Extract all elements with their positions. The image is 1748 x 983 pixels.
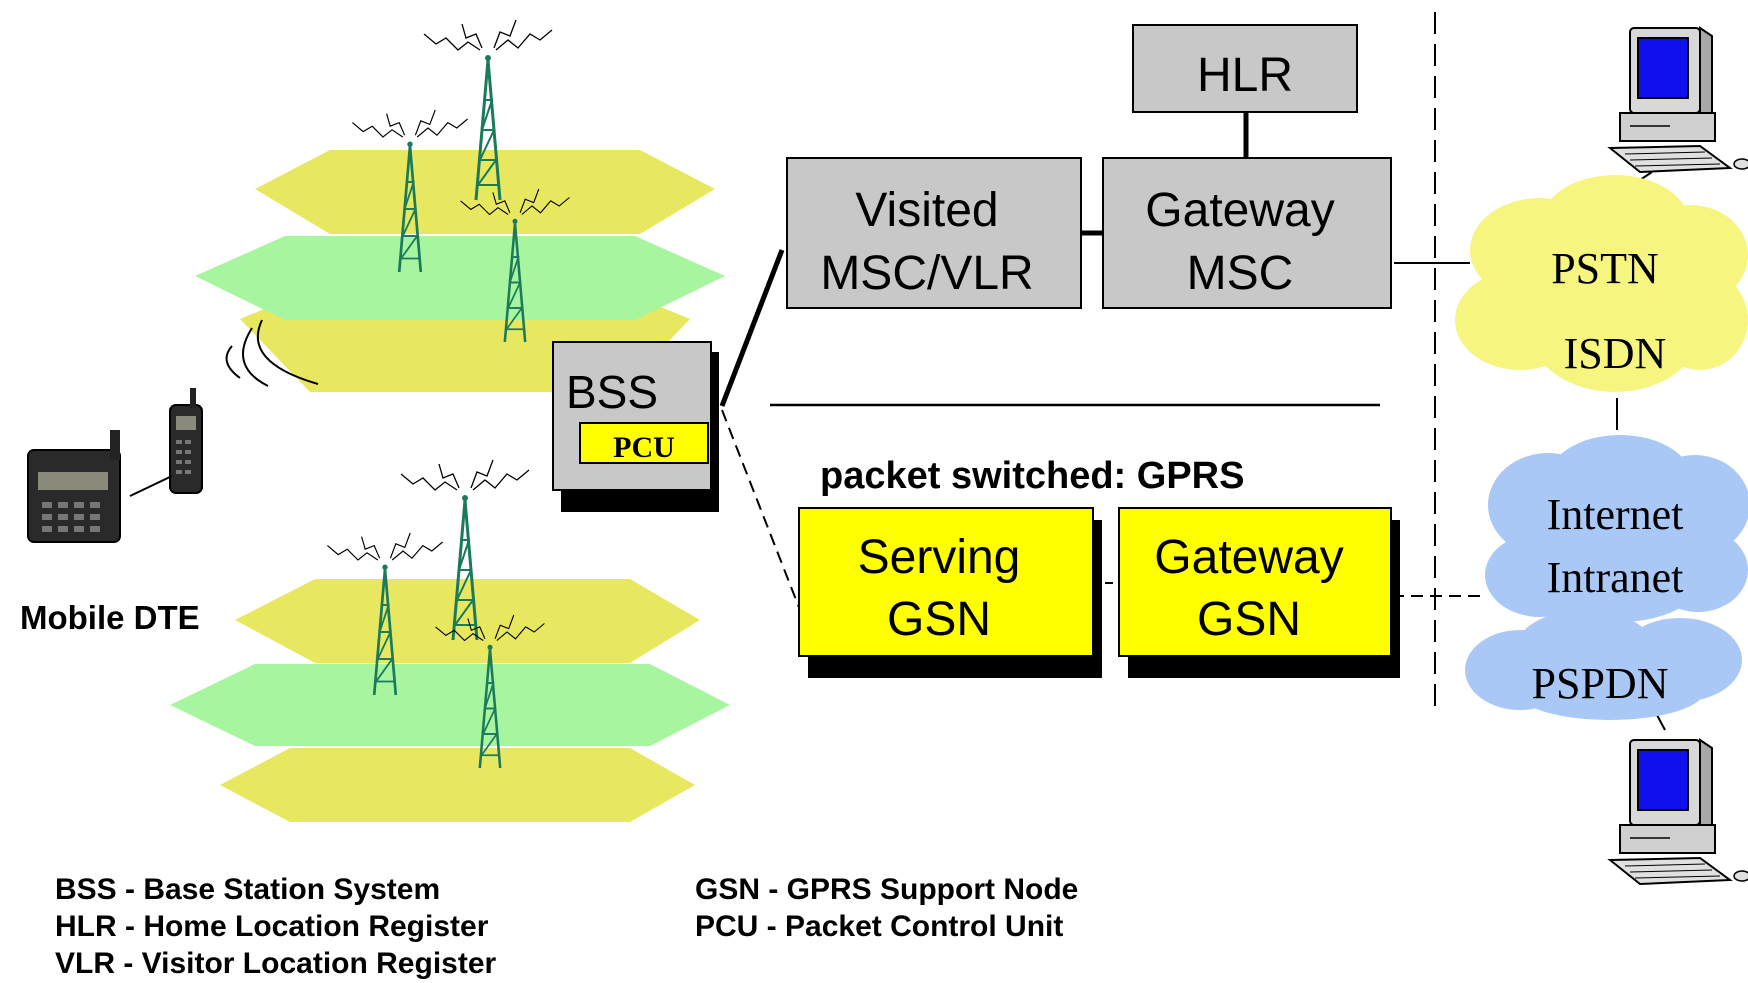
mobile-terminal-icon [27,430,121,543]
cell-hexagon [220,748,695,822]
isdn-label: ISDN [1564,329,1667,378]
hlr-node[interactable]: HLR [1132,24,1358,113]
pspdn-label: PSPDN [1532,659,1669,708]
internet-label: Internet [1547,490,1684,539]
pcu-node[interactable]: PCU [579,422,709,464]
serving-gsn-label-line2: GSN [887,593,991,646]
desktop-computer-icon [1609,27,1748,173]
legend-item: VLR - Visitor Location Register [55,947,497,980]
packet-switched-label: packet switched: GPRS [820,455,1244,497]
pstn-label: PSTN [1551,244,1659,293]
legend-item: GSN - GPRS Support Node [695,873,1078,906]
intranet-label: Intranet [1547,553,1684,602]
pcu-label: PCU [613,431,675,464]
visited-msc-label-line1: Visited [855,184,998,237]
pspdn-cloud[interactable]: PSPDN [1465,610,1742,720]
cell-hexagon [255,150,715,234]
legend: BSS - Base Station System HLR - Home Loc… [55,873,1078,980]
gateway-msc-node[interactable]: Gateway MSC [1102,157,1392,309]
desktop-computer-icon [1609,739,1748,885]
legend-item: BSS - Base Station System [55,873,440,906]
visited-msc-label-line2: MSC/VLR [820,247,1033,300]
legend-item: PCU - Packet Control Unit [695,910,1063,943]
serving-gsn-node[interactable]: Serving GSN [798,507,1102,678]
mobile-phone-icon [169,388,203,494]
bss-label: BSS [566,366,658,418]
legend-item: HLR - Home Location Register [55,910,489,943]
hlr-label: HLR [1197,49,1293,102]
gateway-msc-label-line2: MSC [1187,247,1294,300]
mobile-dte-label: Mobile DTE [20,599,200,636]
gateway-gsn-label-line1: Gateway [1154,531,1343,584]
link-bss-vmsc [719,249,785,407]
cell-hexagon [195,236,725,320]
cell-cluster-lower [170,579,730,822]
gateway-msc-label-line1: Gateway [1145,184,1334,237]
bss-node[interactable]: BSS PCU [552,341,719,512]
terminal-cable [129,475,173,497]
cell-hexagon [235,579,700,663]
pstn-isdn-cloud[interactable]: PSTN ISDN [1455,175,1748,392]
cell-hexagon [170,664,730,746]
serving-gsn-label-line1: Serving [858,531,1021,584]
connections [719,12,1666,731]
visited-msc-node[interactable]: Visited MSC/VLR [786,157,1082,309]
link-pspdn-computer [1656,714,1666,731]
gateway-gsn-label-line2: GSN [1197,593,1301,646]
internet-cloud[interactable]: Internet Intranet [1485,435,1748,622]
gateway-gsn-node[interactable]: Gateway GSN [1118,507,1400,678]
cell-cluster-upper [195,150,725,392]
link-bss-sgsn [721,409,801,611]
radio-waves-icon [225,319,319,387]
